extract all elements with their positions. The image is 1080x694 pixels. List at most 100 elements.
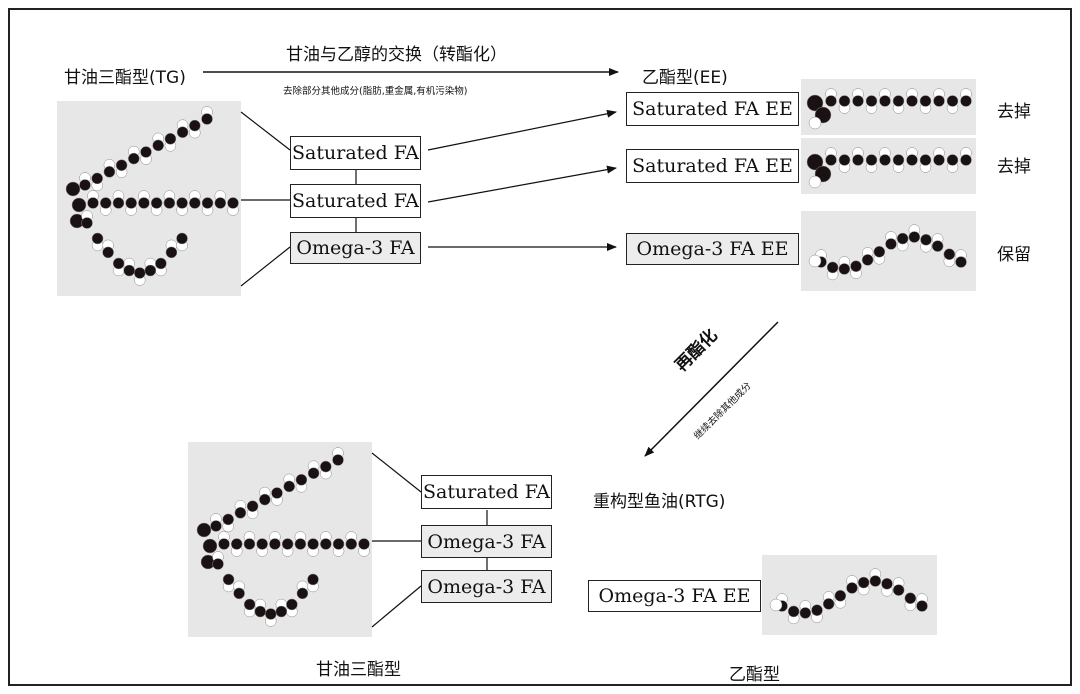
carbon-atom <box>892 95 905 107</box>
carbon-atom <box>838 95 851 107</box>
ee-molecule-final <box>762 555 937 635</box>
carbon-atom <box>960 95 972 107</box>
carbon-atom <box>920 234 932 246</box>
carbon-atom <box>283 480 295 493</box>
carbon-atom <box>822 598 835 610</box>
carbon-atom <box>307 538 319 550</box>
arrow-to-ee-1 <box>427 109 617 151</box>
carbon-atom <box>128 152 140 165</box>
carbon-atom <box>852 154 864 166</box>
carbon-atom <box>345 538 358 550</box>
carbon-atom <box>246 500 259 512</box>
glycerol-atom <box>202 538 218 554</box>
ethyl-atom <box>806 153 824 171</box>
carbon-atom <box>896 232 909 245</box>
carbon-atom <box>259 493 271 506</box>
ee-molecule-final-drawing <box>769 568 928 625</box>
carbon-atom <box>865 154 878 166</box>
carbon-atom <box>850 260 862 272</box>
tg-top-label: 甘油三酯型(TG) <box>64 68 186 88</box>
carbon-atom <box>861 254 874 266</box>
carbon-atom <box>286 598 298 611</box>
carbon-atom <box>99 197 112 209</box>
carbon-atom <box>140 146 152 158</box>
carbon-atom <box>931 240 944 252</box>
carbon-atom <box>230 538 243 550</box>
carbon-atom <box>946 95 959 107</box>
carbon-atom <box>892 154 905 166</box>
carbon-atom <box>271 487 283 499</box>
ee-bottom-label: 乙酯型 <box>729 665 780 685</box>
hydrogen-atom <box>808 116 822 130</box>
rtg-label: 重构型鱼油(RTG) <box>593 492 726 512</box>
rtg-link-3 <box>371 585 422 628</box>
carbon-atom <box>307 573 319 586</box>
carbon-atom <box>201 197 214 209</box>
carbon-atom <box>144 264 157 277</box>
carbon-atom <box>201 113 213 125</box>
carbon-atom <box>834 590 847 602</box>
diagram-frame <box>8 8 1072 686</box>
carbon-atom <box>165 246 178 259</box>
ee-molecule-1-drawing <box>806 88 972 130</box>
tg-bottom-label: 甘油三酯型 <box>316 660 401 680</box>
glycerol-atom <box>71 197 87 213</box>
carbon-atom <box>846 582 858 594</box>
carbon-atom <box>155 257 167 270</box>
ee-molecule-3 <box>801 211 976 291</box>
carbon-atom <box>787 605 800 618</box>
carbon-atom <box>879 154 891 166</box>
ee-molecule-2 <box>801 138 976 194</box>
carbon-atom <box>91 232 104 245</box>
carbon-atom <box>79 179 91 191</box>
carbon-atom <box>885 238 897 250</box>
tg-link-1 <box>240 111 291 151</box>
carbon-atom <box>150 197 163 209</box>
glycerol-atom <box>65 181 81 197</box>
carbon-atom <box>799 607 812 619</box>
carbon-atom <box>869 575 882 587</box>
ee-saturated-fa-box-2: Saturated FA EE <box>626 149 799 183</box>
carbon-atom <box>214 197 227 209</box>
carbon-atom <box>933 95 945 107</box>
carbon-atom <box>857 576 870 589</box>
hydrogen-atom <box>808 175 822 189</box>
carbon-atom <box>296 587 309 600</box>
carbon-atom <box>189 197 201 209</box>
remove-label-1: 去掉 <box>997 102 1031 122</box>
ee-molecule-3-drawing <box>808 224 967 281</box>
carbon-atom <box>163 197 176 209</box>
tg-saturated-fa-box-2: Saturated FA <box>290 184 421 218</box>
removal-note: 去除部分其他成分(脂肪,重金属,有机污染物) <box>283 86 468 97</box>
carbon-atom <box>103 166 116 178</box>
arrow-to-ee-2 <box>427 165 617 203</box>
carbon-atom <box>908 231 921 243</box>
carbon-atom <box>320 460 332 473</box>
carbon-atom <box>358 538 370 550</box>
carbon-atom <box>919 154 932 166</box>
carbon-atom <box>904 592 917 604</box>
tg-saturated-fa-box-1: Saturated FA <box>290 136 421 170</box>
ee-top-label: 乙酯型(EE) <box>642 68 728 88</box>
carbon-atom <box>218 538 230 550</box>
carbon-atom <box>852 95 864 107</box>
carbon-atom <box>881 578 893 590</box>
remove-label-2: 去掉 <box>997 157 1031 177</box>
carbon-atom <box>212 558 224 570</box>
carbon-atom <box>892 584 905 596</box>
rtg-omega3-fa-box-2: Omega-3 FA <box>421 570 552 603</box>
tg-omega3-fa-box: Omega-3 FA <box>290 232 421 264</box>
carbon-atom <box>946 154 959 166</box>
hydrogen-atom <box>808 254 822 268</box>
carbon-atom <box>955 256 967 268</box>
carbon-atom <box>825 154 837 166</box>
carbon-atom <box>943 248 956 260</box>
carbon-atom <box>243 538 256 550</box>
carbon-atom <box>960 154 972 166</box>
carbon-atom <box>906 154 918 166</box>
ee-omega3-fa-box: Omega-3 FA EE <box>626 233 799 265</box>
carbon-atom <box>176 197 188 209</box>
carbon-atom <box>176 126 189 138</box>
carbon-atom <box>176 232 188 245</box>
